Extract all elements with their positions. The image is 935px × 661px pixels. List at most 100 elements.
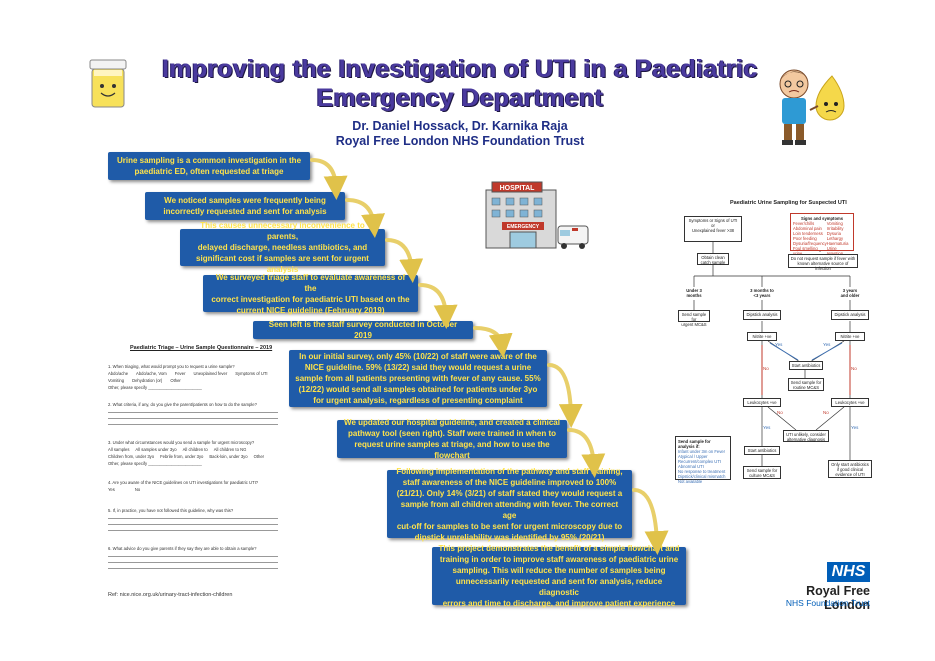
q1-option[interactable]: Symptoms of UTI	[235, 371, 268, 376]
question-3: 3. Under what circumstances would you se…	[108, 440, 283, 466]
step-3-line-2: delayed discharge, needless antibiotics,…	[197, 243, 368, 252]
step-7-line-1: We updated our hospital guideline, and c…	[344, 418, 560, 427]
question-6: 6. What advice do you give parents if th…	[108, 546, 283, 569]
step-8-line-6: dipstick unreliability was identified by…	[414, 532, 605, 542]
fc-dipstick-1: Dipstick analysis	[743, 310, 781, 320]
fc-send-mcs-line: Send sample for	[790, 380, 822, 385]
step-2-box: We noticed samples were frequently being…	[145, 192, 345, 220]
fc-sign: Abdominal pain	[793, 226, 822, 231]
question-1: 1. When triaging, what would prompt you …	[108, 364, 283, 390]
fc-clean-catch-line: catch sample	[700, 260, 726, 265]
trust-name: Royal Free London NHS Foundation Trust	[335, 134, 585, 148]
fc-send-criteria-item: Dipstick/clinical mismatch	[678, 474, 726, 479]
question-5: 5. If, in practice, you have not followe…	[108, 508, 283, 531]
q1-option[interactable]: Unexplained fever	[193, 371, 228, 376]
step-1-line-1: Urine sampling is a common investigation…	[116, 156, 302, 165]
q1-other[interactable]: Other, please specify __________________…	[108, 385, 202, 390]
fc-under3m-line: Under 3	[686, 288, 702, 293]
poster-title: Improving the Investigation of UTI in a …	[150, 55, 770, 113]
question-5-text: 5. If, in practice, you have not followe…	[108, 508, 234, 513]
authors-block: Dr. Daniel Hossack, Dr. Karnika Raja Roy…	[270, 119, 650, 149]
question-3-text: 3. Under what circumstances would you se…	[108, 440, 255, 445]
step-8-line-3: (21/21). Only 14% (3/21) of staff stated…	[396, 488, 623, 498]
fc-send-criteria-item: Atypical / Upper	[678, 454, 708, 459]
q3-option[interactable]: Back-loin, under 3yo	[209, 454, 248, 459]
fc-sign: Dysuria/frequency	[793, 241, 827, 246]
q1-option[interactable]: Abdo/ache	[108, 371, 129, 376]
fc-yes-1: Yes	[775, 342, 783, 347]
step-3-line-1: This causes unnecessary inconvenience to…	[200, 221, 365, 241]
fc-send-criteria: Send sample for analysis if: Infant unde…	[675, 436, 731, 484]
answer-line[interactable]	[108, 419, 278, 425]
answer-line[interactable]	[108, 557, 278, 563]
q3-option[interactable]: All samples under 3yo	[135, 447, 177, 452]
q3-option[interactable]: All samples	[108, 447, 130, 452]
fc-leuk-1: Leukocytes +ve	[743, 398, 781, 407]
q1-option[interactable]: Abdo/ache, Vom	[136, 371, 167, 376]
fc-clean-catch-line: Obtain clean	[701, 255, 725, 260]
fc-signs-lists: Fever/chills Abdominal pain Loin tendern…	[793, 221, 851, 256]
answer-line[interactable]	[108, 563, 278, 569]
q4-option-no[interactable]: No	[134, 487, 141, 492]
fc-send-lab-line: Send sample for	[746, 468, 778, 473]
author-names: Dr. Daniel Hossack, Dr. Karnika Raja	[352, 119, 568, 133]
fc-mid-line: 3 months to	[750, 288, 774, 293]
answer-line[interactable]	[108, 519, 278, 525]
fc-start-line: Symptoms or Signs of UTI	[688, 218, 738, 223]
step-9-line-5: errors and time to discharge, and improv…	[442, 599, 676, 608]
step-6-line-1: In our initial survey, only 45% (10/22) …	[299, 352, 537, 361]
q3-option[interactable]: All children to	[182, 447, 208, 452]
arrow-2	[345, 198, 386, 238]
fc-no-3: No	[777, 410, 783, 415]
fc-send-criteria-item: Abnormal UTI	[678, 464, 704, 469]
step-5-box: Seen left is the staff survey conducted …	[253, 320, 473, 340]
q1-option[interactable]: Dehydration (or)	[132, 378, 163, 383]
answer-line[interactable]	[108, 525, 278, 531]
q3-option[interactable]: Children from, under 3yo	[108, 454, 155, 459]
fc-no-sample-line: known alternative source of infection	[797, 261, 849, 271]
answer-line[interactable]	[108, 413, 278, 419]
arrow-7	[567, 428, 606, 478]
q1-option[interactable]: Vomiting	[108, 378, 125, 383]
q3-option[interactable]: Other	[253, 454, 265, 459]
fc-only-start: Only start antibiotics if good clinical …	[828, 460, 872, 478]
fc-send-criteria-item: No response to treatment	[678, 469, 726, 474]
fc-3m-3y: 3 months to <3 years	[744, 287, 780, 299]
fc-yes-4: Yes	[851, 425, 859, 430]
arrow-5	[473, 326, 513, 358]
question-4-options: Yes No	[108, 487, 283, 492]
question-1-options: Abdo/ache Abdo/ache, Vom Fever Unexplain…	[108, 371, 283, 383]
fc-only-start-line: evidence of UTI	[835, 472, 865, 477]
fc-mid-line: <3 years	[753, 293, 771, 298]
step-7-box: We updated our hospital guideline, and c…	[337, 418, 567, 460]
hospital-sign: HOSPITAL	[500, 185, 536, 192]
fc-signs-right: Vomiting Irritability Dysuria Lethargy H…	[827, 221, 851, 256]
step-8-box: Following implementation of the pathway …	[387, 467, 632, 542]
q1-option[interactable]: Fever	[174, 371, 186, 376]
q3-option[interactable]: Febrile from, under 3yo	[160, 454, 204, 459]
q3-other[interactable]: Other, please specify __________________…	[108, 461, 202, 466]
fc-signs-left: Fever/chills Abdominal pain Loin tendern…	[793, 221, 827, 256]
fc-no-4: No	[823, 410, 829, 415]
reference-text: Ref: nice.nice.org.uk/urinary-tract-infe…	[108, 592, 233, 598]
fc-no-2: No	[851, 366, 857, 371]
q4-option-yes[interactable]: Yes	[108, 487, 115, 492]
fc-send-urgent-line: urgent MC&S	[681, 322, 707, 327]
q3-option[interactable]: All children to NG	[213, 447, 247, 452]
step-1-line-2: paediatric ED, often requested at triage	[134, 167, 284, 176]
question-3-options: All samples All samples under 3yo All ch…	[108, 447, 283, 459]
answer-line[interactable]	[108, 513, 278, 519]
answer-line[interactable]	[108, 407, 278, 413]
fc-uti-unlikely: UTI unlikely, consider alternative diagn…	[783, 430, 829, 442]
fc-send-urgent-line: Send sample for	[681, 312, 707, 322]
flowchart-title: Paediatric Urine Sampling for Suspected …	[730, 200, 847, 206]
question-1-text: 1. When triaging, what would prompt you …	[108, 364, 235, 369]
fc-over3-line: 3 years	[842, 288, 858, 293]
answer-line[interactable]	[108, 551, 278, 557]
q1-option[interactable]: Other	[170, 378, 181, 383]
fc-under3m-line: months	[686, 293, 702, 298]
arrow-6	[547, 363, 583, 428]
fc-only-start-line: if good clinical	[836, 467, 864, 472]
